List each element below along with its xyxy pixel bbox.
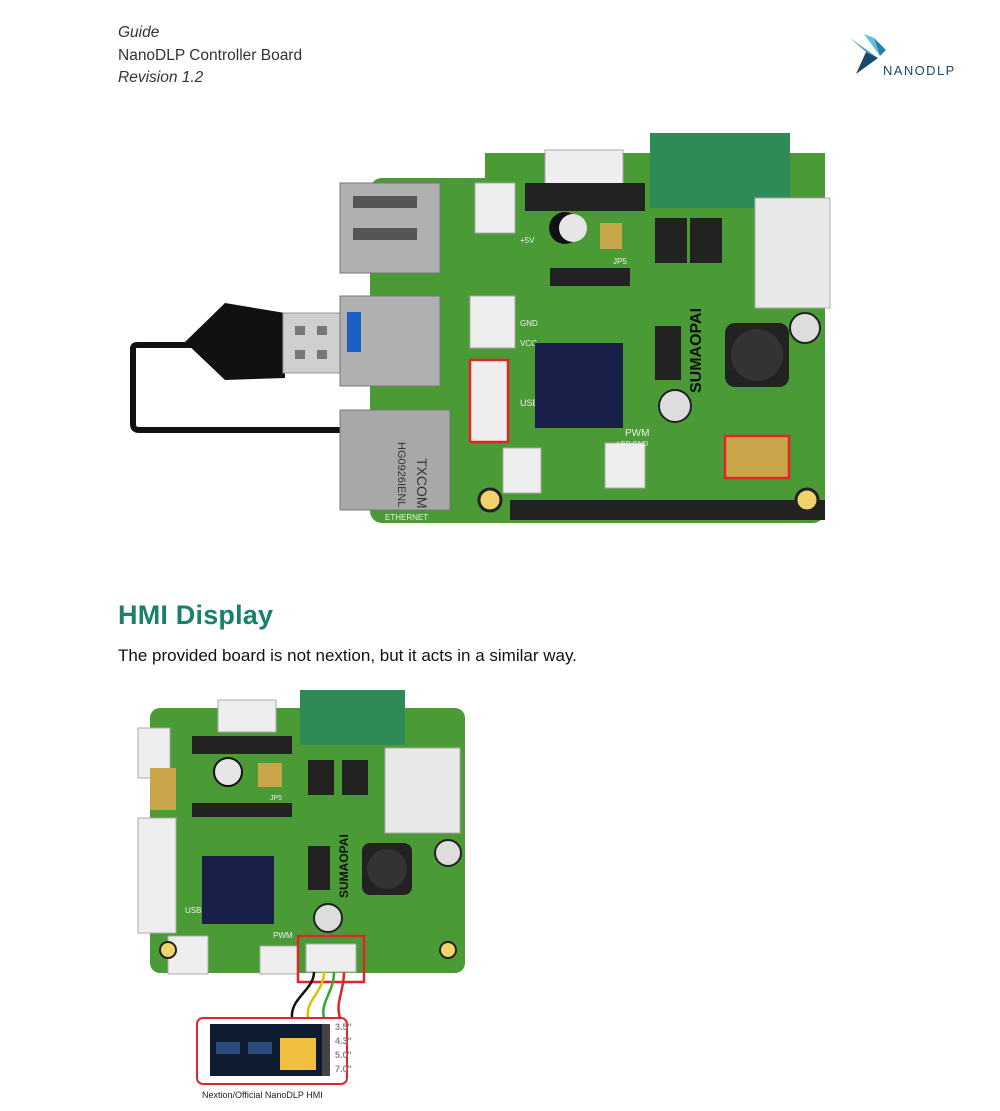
vcc-label: VCC: [520, 339, 537, 348]
display-size-3: 5.0": [335, 1050, 352, 1060]
usb-jack-label: USB: [520, 398, 539, 408]
display-size-1: 3.5": [335, 1022, 352, 1032]
pwm-label: PWM: [273, 931, 293, 940]
pwm-sub-label: LED GND: [617, 441, 648, 448]
jp5-label: JP5: [270, 795, 282, 802]
display-size-4: 7.0": [335, 1064, 352, 1074]
jp5-label: JP5: [613, 257, 627, 266]
controller-board-hmi-image: USB JP5 SUMAOPAI PWM 3.5" 4.3" 5.0" 7.0"…: [137, 690, 465, 1100]
v5-label: +5V: [520, 236, 535, 245]
doc-title: NanoDLP Controller Board: [118, 46, 303, 64]
document-header: Guide NanoDLP Controller Board Revision …: [118, 22, 302, 90]
logo-text: NANODLP: [883, 63, 956, 78]
section-title: HMI Display: [118, 600, 274, 630]
hmi-caption: Nextion/Official NanoDLP HMI: [202, 1090, 323, 1100]
usb-label: USB: [185, 906, 201, 915]
ethernet-brand: TXCOM: [414, 458, 430, 509]
display-size-2: 4.3": [335, 1036, 352, 1046]
gnd-label: GND: [520, 319, 538, 328]
ethernet-model: HG0926IENL: [395, 442, 407, 507]
section-text: The provided board is not nextion, but i…: [118, 646, 577, 665]
doc-type: Guide: [118, 24, 160, 41]
bird-icon: [850, 34, 886, 74]
brand-label: SUMAOPAI: [688, 308, 705, 393]
ethernet-label: ETHERNET: [385, 513, 428, 522]
doc-revision: Revision 1.2: [118, 69, 204, 86]
pwm-label: PWM: [625, 428, 649, 439]
controller-board-usb-image: TXCOM HG0926IENL ETHERNET USB GND +5V VC…: [130, 133, 831, 523]
brand-label: SUMAOPAI: [337, 834, 351, 898]
